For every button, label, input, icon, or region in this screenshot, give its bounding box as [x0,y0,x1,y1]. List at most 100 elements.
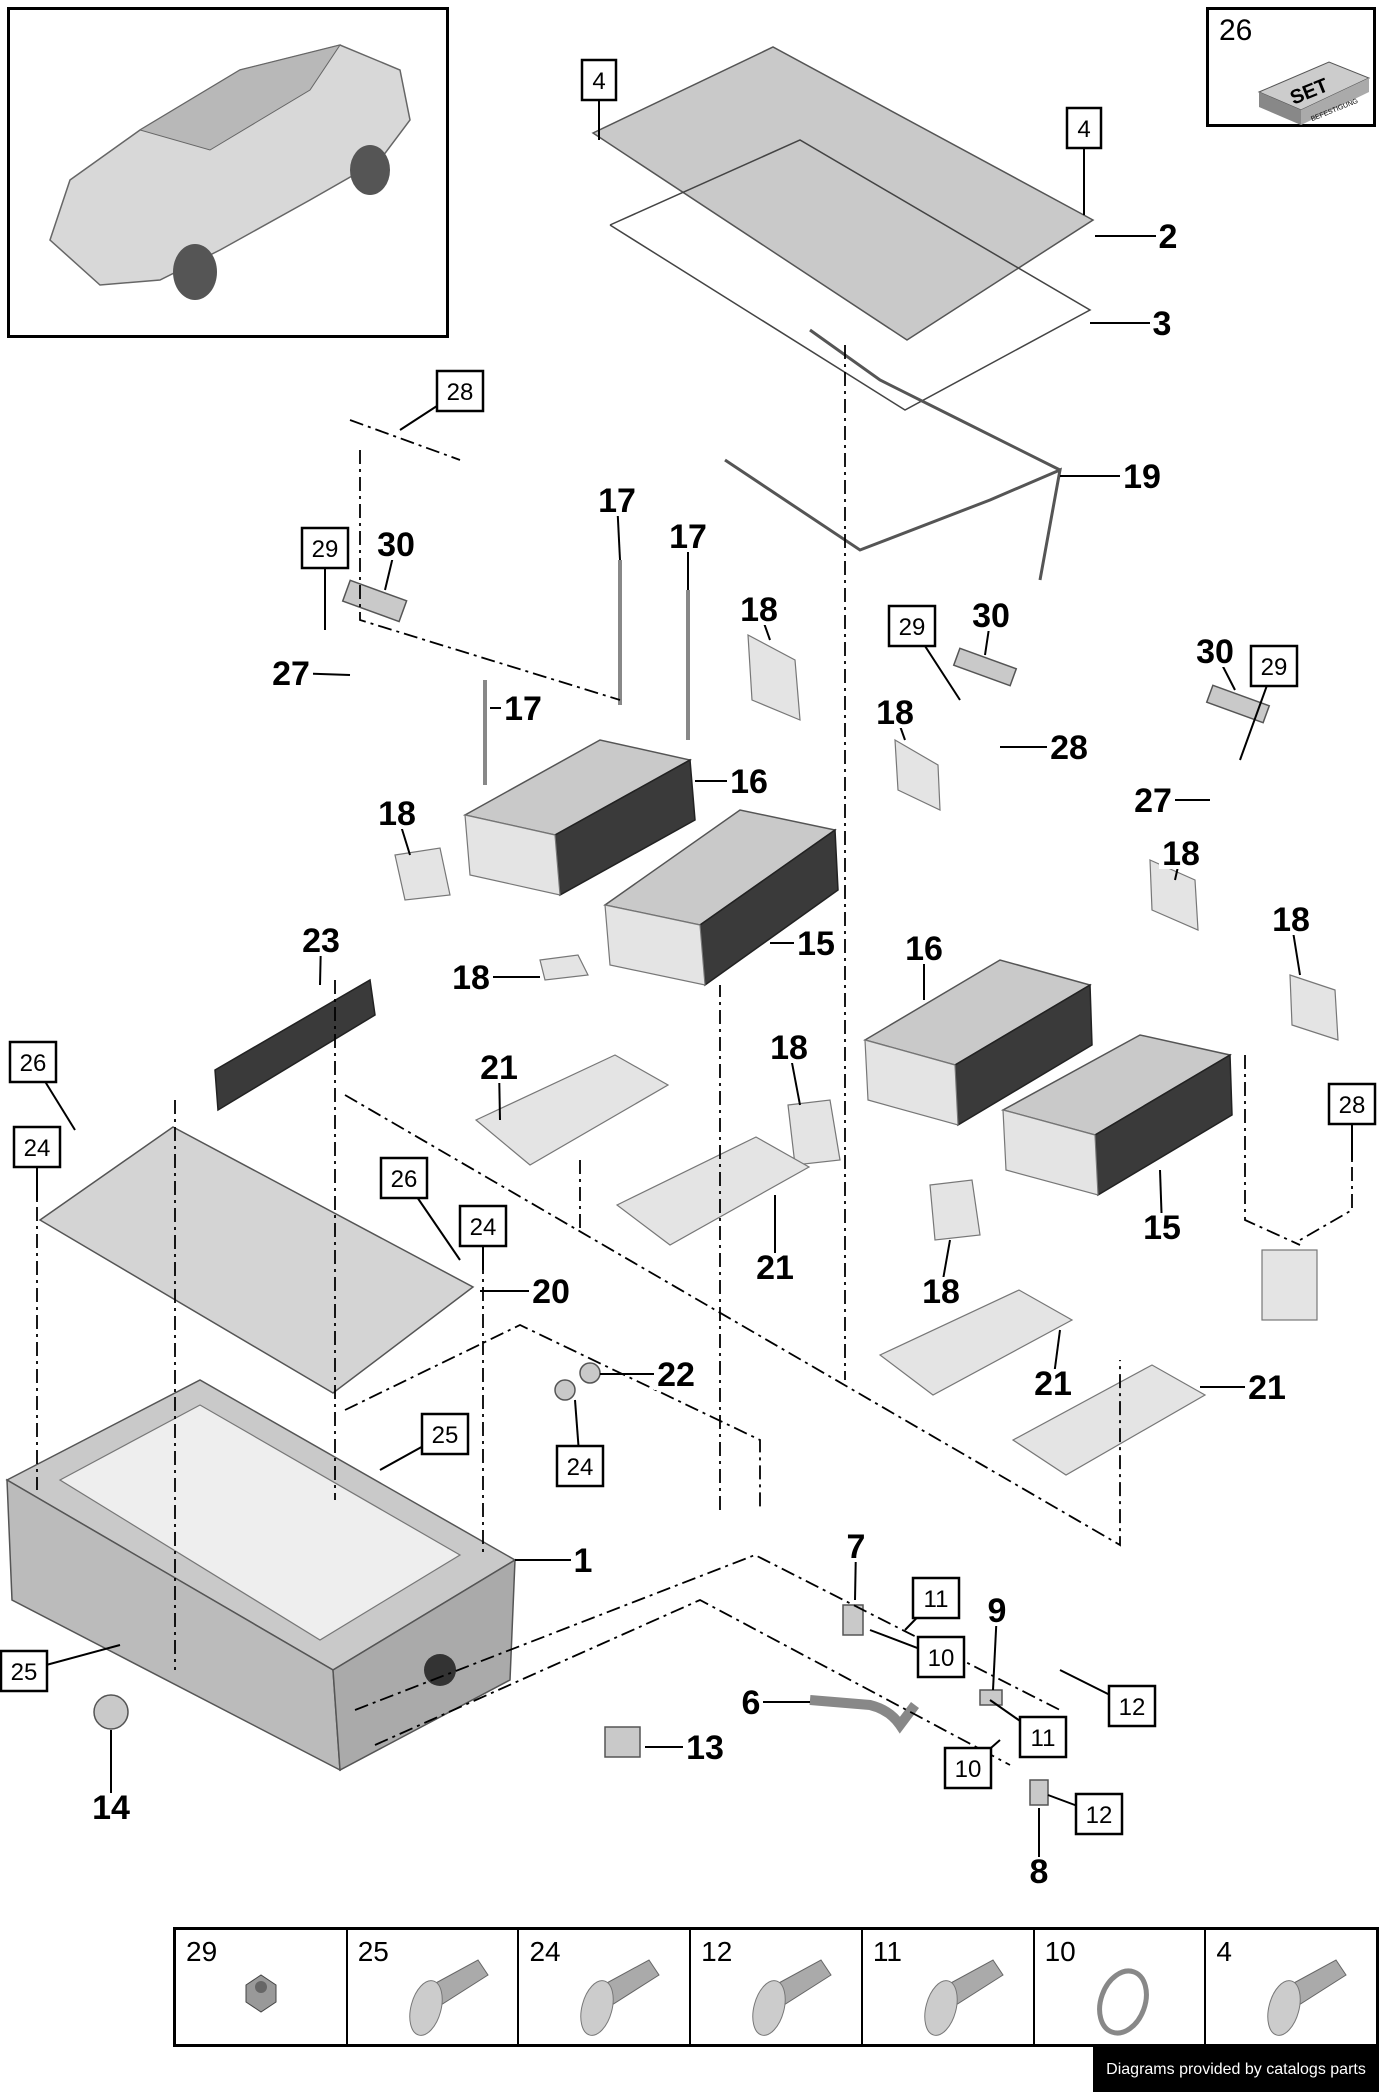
callout-21[interactable]: 21 [1200,1369,1289,1407]
part-nut-22[interactable] [579,1362,601,1384]
callout-18[interactable]: 18 [919,1239,963,1311]
callout-8[interactable]: 8 [1027,1808,1051,1891]
callout-28[interactable]: 28 [1000,729,1091,767]
part-seal[interactable] [609,139,1092,411]
callout-17[interactable]: 17 [595,482,639,561]
callout-11[interactable]: 11 [989,1699,1068,1759]
callout-28[interactable]: 28 [1327,1082,1377,1160]
callout-30[interactable]: 30 [374,526,418,591]
part-thermal-pad[interactable] [615,1136,811,1246]
part-coolant-pipe-6[interactable] [809,1695,919,1734]
callout-18[interactable]: 18 [375,795,419,856]
part-end-plate[interactable] [394,847,451,901]
callout-30[interactable]: 30 [969,597,1013,656]
callout-21[interactable]: 21 [1031,1329,1075,1403]
part-bracket-30c[interactable] [1205,684,1271,724]
callout-1[interactable]: 1 [515,1542,595,1580]
callout-18[interactable]: 18 [449,959,540,997]
part-end-plate[interactable] [787,1099,841,1166]
part-battery-module-16-left[interactable] [462,739,696,897]
callout-29[interactable]: 29 [1239,644,1299,761]
callout-25[interactable]: 25 [379,1412,470,1471]
legend-cell-11[interactable]: 11 [863,1930,1035,2044]
callout-3[interactable]: 3 [1090,305,1174,343]
callout-label: 18 [740,591,778,629]
part-top-cover[interactable] [591,46,1095,341]
callout-21[interactable]: 21 [753,1195,797,1287]
part-fitting-9[interactable] [979,1689,1003,1706]
part-end-plate[interactable] [539,954,589,981]
legend-cell-10[interactable]: 10 [1035,1930,1207,2044]
callout-12[interactable]: 12 [1059,1669,1157,1728]
callout-29[interactable]: 29 [887,604,961,701]
callout-10[interactable]: 10 [943,1739,1001,1790]
part-end-plate[interactable] [1149,859,1199,931]
part-fitting-7[interactable] [842,1604,864,1636]
part-thermal-pad[interactable] [1011,1364,1207,1476]
callout-24[interactable]: 24 [12,1125,62,1200]
callout-26[interactable]: 26 [379,1156,461,1261]
legend-cell-29[interactable]: 29 [176,1930,348,2044]
callout-18[interactable]: 18 [1269,901,1313,976]
callout-23[interactable]: 23 [299,922,343,986]
callout-4[interactable]: 4 [1065,106,1103,215]
callout-21[interactable]: 21 [477,1049,521,1121]
part-cover-strip[interactable] [214,978,376,1112]
part-wiring-harness[interactable] [724,458,1062,581]
callout-12[interactable]: 12 [1047,1792,1124,1836]
callout-15[interactable]: 15 [770,925,838,963]
callout-29[interactable]: 29 [300,526,350,630]
callout-18[interactable]: 18 [767,1029,811,1106]
callout-16[interactable]: 16 [695,763,771,801]
part-bracket-28[interactable] [1261,1249,1318,1321]
part-bracket-30b[interactable] [952,647,1018,687]
part-end-plate[interactable] [929,1179,981,1241]
part-fitting-8[interactable] [1029,1779,1049,1806]
callout-30[interactable]: 30 [1193,633,1237,691]
callout-17[interactable]: 17 [666,518,710,590]
callout-2[interactable]: 2 [1095,218,1180,256]
callout-18[interactable]: 18 [1159,835,1203,881]
part-bracket-30[interactable] [341,579,408,623]
part-battery-module-15-right[interactable] [1001,1034,1233,1197]
part-end-plate[interactable] [747,633,801,721]
part-battery-housing[interactable] [5,1379,517,1772]
legend-cell-24[interactable]: 24 [519,1930,692,2044]
callout-15[interactable]: 15 [1140,1169,1184,1247]
callout-10[interactable]: 10 [869,1629,966,1679]
part-end-plate[interactable] [1289,974,1339,1041]
part-thermal-pad[interactable] [878,1289,1074,1396]
callout-9[interactable]: 9 [985,1592,1009,1691]
callout-22[interactable]: 22 [600,1356,698,1394]
callout-26[interactable]: 26 [8,1040,76,1131]
part-base-plate[interactable] [38,1126,475,1394]
callout-18[interactable]: 18 [873,694,917,741]
callout-13[interactable]: 13 [645,1729,727,1767]
part-thermal-pad[interactable] [474,1054,670,1166]
legend-cell-4[interactable]: 4 [1206,1930,1376,2044]
part-plug-14[interactable] [93,1694,129,1730]
callout-6[interactable]: 6 [739,1684,810,1722]
callout-7[interactable]: 7 [844,1528,868,1601]
callout-19[interactable]: 19 [1060,458,1164,496]
callout-14[interactable]: 14 [89,1730,133,1827]
callout-11[interactable]: 11 [904,1576,961,1631]
callout-25[interactable]: 25 [0,1644,121,1693]
callout-24[interactable]: 24 [555,1399,605,1488]
callout-28[interactable]: 28 [399,369,485,431]
part-battery-module-15-left[interactable] [603,809,839,987]
callout-18[interactable]: 18 [737,591,781,641]
part-nut-22b[interactable] [554,1379,576,1401]
part-battery-module-16-right[interactable] [863,959,1093,1127]
callout-17[interactable]: 17 [490,690,545,728]
legend-cell-25[interactable]: 25 [348,1930,520,2044]
callout-4[interactable]: 4 [580,58,618,140]
callout-24[interactable]: 24 [458,1204,508,1270]
callout-20[interactable]: 20 [480,1273,573,1311]
callout-16[interactable]: 16 [902,930,946,1000]
legend-cell-12[interactable]: 12 [691,1930,863,2044]
part-connector-13[interactable] [604,1726,641,1758]
callout-27[interactable]: 27 [1131,782,1210,820]
callout-27[interactable]: 27 [269,655,351,693]
part-end-plate[interactable] [894,738,941,811]
